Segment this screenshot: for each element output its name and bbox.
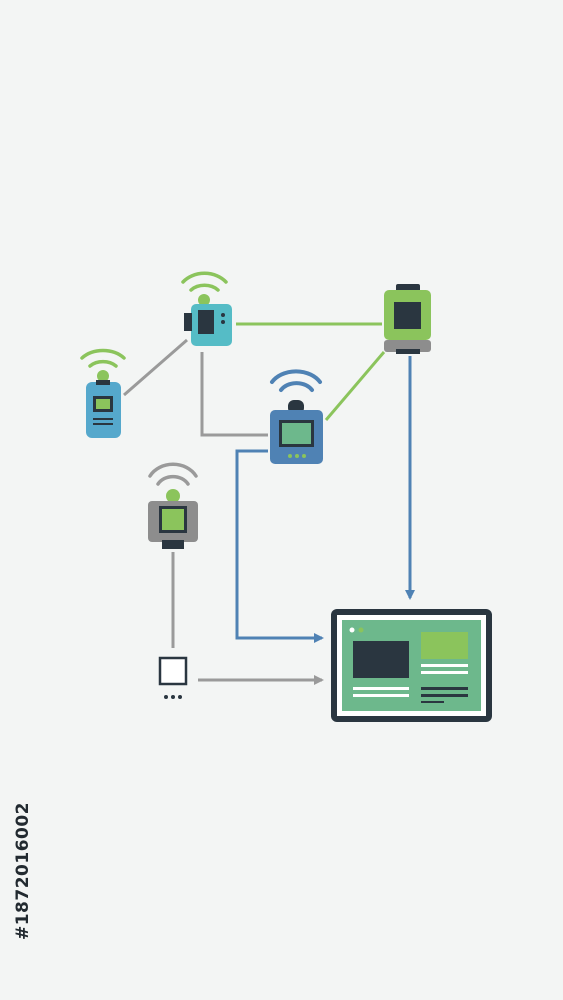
link-sensor-blue-to-teal-camera (123, 338, 188, 397)
sensor-gray (148, 462, 198, 549)
more-dots-icon (164, 695, 182, 699)
sensor-teal-camera (181, 271, 232, 346)
wifi-signal-icon (80, 348, 126, 368)
dashboard-screen (331, 609, 492, 722)
wifi-signal-icon (270, 369, 322, 392)
link-hub-to-dashboard (235, 449, 324, 643)
side-id-label: #1872016002 (8, 755, 38, 987)
wifi-signal-icon (148, 462, 198, 486)
hub-blue (270, 369, 323, 464)
sensor-blue-small (80, 348, 126, 438)
side-id-text: #1872016002 (13, 801, 33, 941)
link-teal-camera-to-hub (200, 352, 268, 437)
gateway-green (384, 284, 431, 354)
wifi-signal-icon (181, 271, 228, 292)
link-gateway-to-hub (324, 351, 386, 421)
small-node-square (158, 656, 188, 699)
links (123, 322, 415, 685)
